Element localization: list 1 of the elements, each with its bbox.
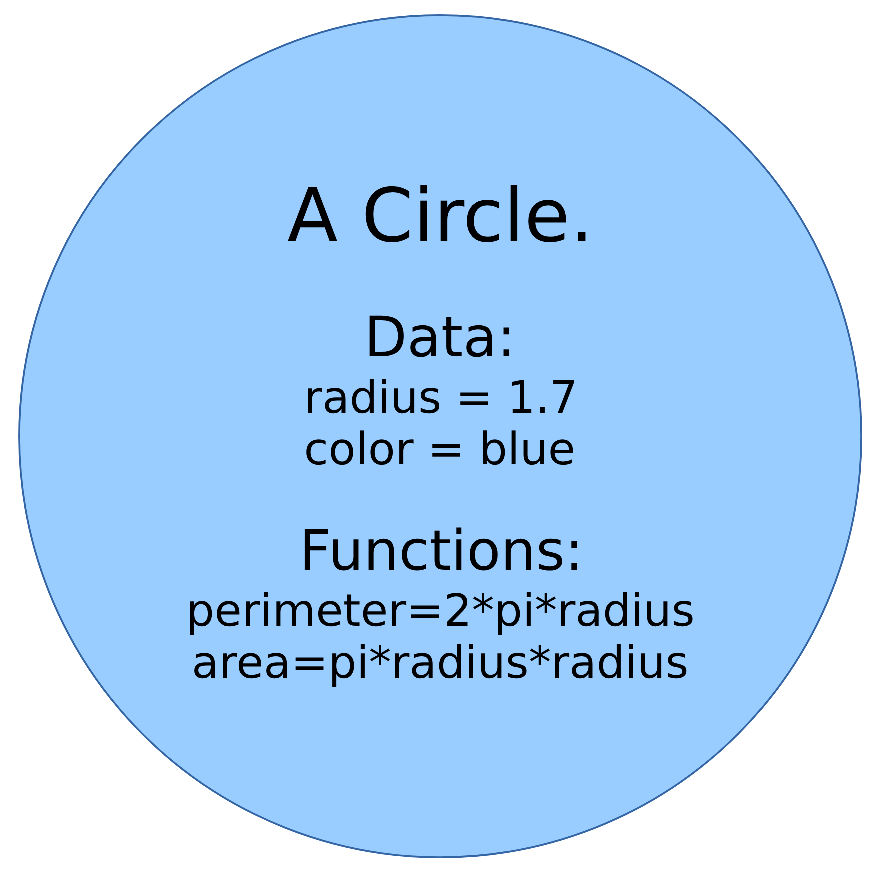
node-circle: A Circle. Data: radius = 1.7 color = blue Functions: perimeter=2*pi*radius area=pi*radius*radius — [18, 14, 862, 858]
